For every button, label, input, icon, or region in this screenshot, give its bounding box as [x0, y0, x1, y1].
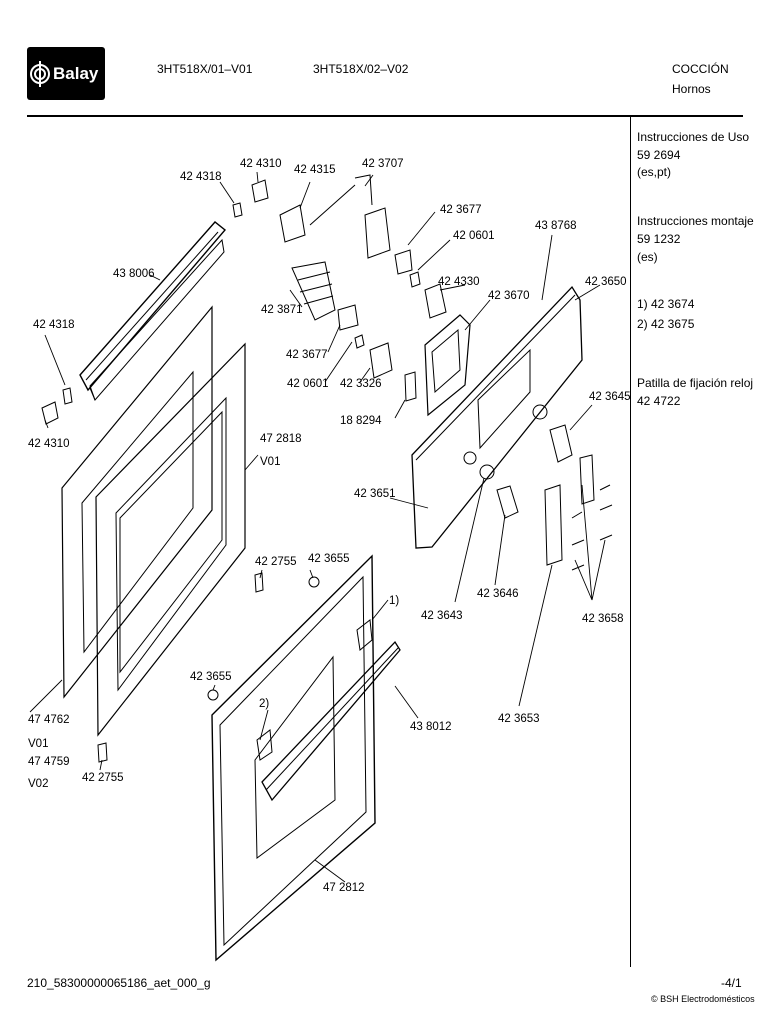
- label-438006: 43 8006: [113, 268, 155, 280]
- label-472818: 47 2818: [260, 433, 302, 445]
- label-420601-top: 42 0601: [453, 230, 495, 242]
- category-title: COCCIÓN: [672, 62, 729, 76]
- control-panel: [411, 285, 583, 549]
- label-424310-top: 42 4310: [240, 158, 282, 170]
- header-divider: [27, 115, 743, 117]
- clock-module: [424, 314, 471, 417]
- note-2: 2) 42 3675: [637, 317, 695, 331]
- copyright: © BSH Electrodomésticos: [651, 994, 755, 1004]
- document-code: 210_58300000065186_aet_000_g: [27, 976, 211, 990]
- page-number: -4/1: [721, 976, 742, 990]
- label-422755-mid: 42 2755: [255, 556, 297, 568]
- note-1: 1) 42 3674: [637, 297, 695, 311]
- use-manual-title: Instrucciones de Uso: [637, 130, 750, 144]
- label-423871: 42 3871: [261, 304, 303, 316]
- label-423655-mid: 42 3655: [308, 553, 350, 565]
- label-420601-mid: 42 0601: [287, 378, 329, 390]
- sidebar-divider: [630, 117, 631, 967]
- label-423677-top: 42 3677: [440, 204, 482, 216]
- outer-door: [211, 554, 401, 962]
- label-188294: 18 8294: [340, 415, 382, 427]
- label-424315: 42 4315: [294, 164, 336, 176]
- label-423645: 42 3645: [589, 391, 631, 403]
- label-422755-low: 42 2755: [82, 772, 124, 784]
- label-423655-low: 42 3655: [190, 671, 232, 683]
- brand-name: Balay: [53, 64, 99, 83]
- label-note1-marker: 1): [389, 595, 400, 607]
- label-424318-left: 42 4318: [33, 319, 75, 331]
- clip-number: 42 4722: [637, 394, 681, 408]
- leader-lines: [29, 171, 606, 883]
- clip-title: Patilla de fijación reloj: [637, 376, 754, 390]
- label-424310-left: 42 4310: [28, 438, 70, 450]
- use-manual-lang: (es,pt): [637, 165, 672, 179]
- install-manual-title: Instrucciones montaje: [637, 214, 754, 228]
- balay-logo: Balay: [27, 47, 105, 100]
- label-472812: 47 2812: [323, 882, 365, 894]
- label-v01-b: V01: [28, 738, 49, 750]
- label-424330: 42 4330: [438, 276, 480, 288]
- label-474762: 47 4762: [28, 714, 70, 726]
- install-manual-number: 59 1232: [637, 232, 681, 246]
- label-note2-marker: 2): [259, 698, 270, 710]
- label-423650: 42 3650: [585, 276, 627, 288]
- label-438012: 43 8012: [410, 721, 452, 733]
- small-parts: [41, 174, 613, 763]
- inner-glass-panel: [61, 305, 213, 699]
- label-474759: 47 4759: [28, 756, 70, 768]
- top-trim-bar: [79, 221, 227, 401]
- category-subtitle: Hornos: [672, 82, 711, 96]
- label-v02: V02: [28, 778, 49, 790]
- label-423670: 42 3670: [488, 290, 530, 302]
- label-424318-top: 42 4318: [180, 171, 222, 183]
- label-423653: 42 3653: [498, 713, 540, 725]
- model-code-2: 3HT518X/02–V02: [313, 62, 409, 76]
- label-438768: 43 8768: [535, 220, 577, 232]
- label-423643: 42 3643: [421, 610, 463, 622]
- use-manual-number: 59 2694: [637, 148, 681, 162]
- label-423707: 42 3707: [362, 158, 404, 170]
- label-423646: 42 3646: [477, 588, 519, 600]
- middle-glass-panel: [95, 342, 246, 737]
- label-423651: 42 3651: [354, 488, 396, 500]
- label-423677-mid: 42 3677: [286, 349, 328, 361]
- label-v01-a: V01: [260, 456, 281, 468]
- label-423658: 42 3658: [582, 613, 624, 625]
- label-423326: 42 3326: [340, 378, 382, 390]
- install-manual-lang: (es): [637, 250, 658, 264]
- model-code-1: 3HT518X/01–V01: [157, 62, 253, 76]
